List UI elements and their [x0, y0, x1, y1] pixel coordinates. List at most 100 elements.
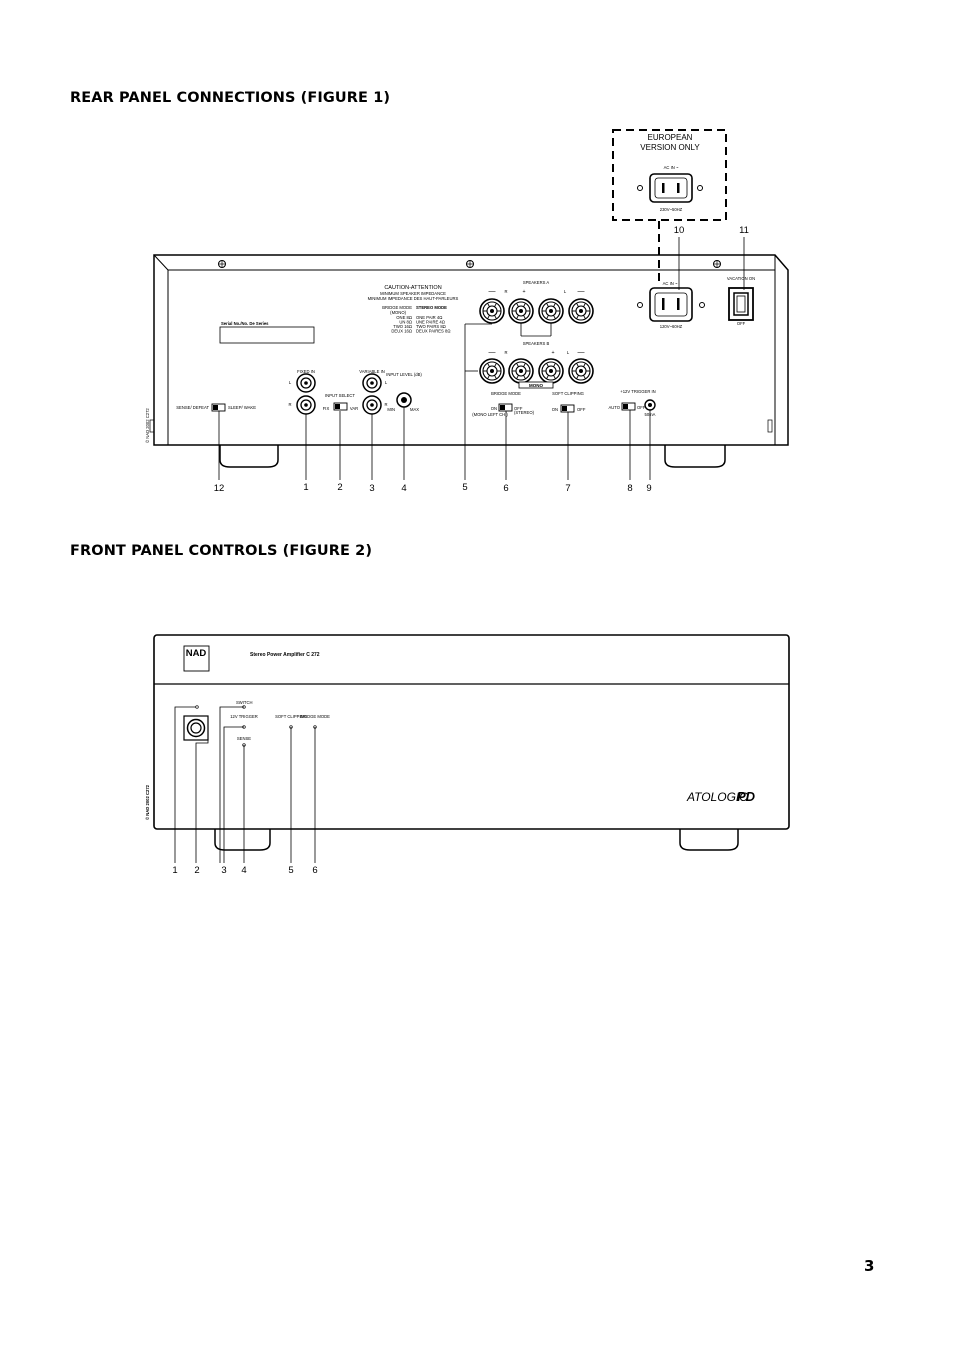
callout-7: 7	[565, 483, 570, 494]
serial-plate	[219, 326, 315, 344]
fixed-in-r-label: R	[288, 402, 291, 407]
input-level-label: INPUT LEVEL (dB)	[386, 372, 422, 377]
rear-chassis	[149, 254, 789, 446]
soft-on-label: ON	[552, 407, 558, 412]
mono-left-label: (MONO LEFT CH.)	[472, 412, 508, 417]
bridge-mode-sub: (MONO)	[390, 310, 406, 315]
front-foot-left	[214, 829, 271, 851]
spk-b-mark-r: R	[504, 350, 507, 355]
caution-right-3: DEUX PAIRES 8Ω	[416, 329, 450, 334]
bridge-mode-switch[interactable]	[498, 403, 513, 412]
rear-foot-left	[219, 445, 279, 468]
caution-left-2: TWO 16Ω	[393, 324, 412, 329]
max-label: MAX	[410, 407, 419, 412]
rear-copyright: © NAD 2002 C272	[145, 408, 150, 443]
variable-in-label: VARIABLE IN	[359, 369, 385, 374]
callout-10: 10	[674, 225, 685, 236]
speaker-terminal-b-1[interactable]	[479, 358, 505, 384]
var-label: VAR	[350, 406, 358, 411]
callout-6: 6	[503, 483, 508, 494]
variable-in-left-jack[interactable]	[362, 373, 382, 393]
standby-led-icon	[195, 705, 199, 709]
speaker-terminal-b-4[interactable]	[568, 358, 594, 384]
spk-a-mark-l: L	[564, 289, 567, 294]
spk-b-mark-l: L	[567, 350, 570, 355]
ac-inlet-icon[interactable]	[637, 287, 705, 322]
caution-left-0: ONE 8Ω	[396, 315, 412, 320]
variable-in-l-label: L	[385, 380, 388, 385]
vacation-switch[interactable]	[728, 287, 754, 321]
atologic-logo: ATOLOGIC	[686, 790, 748, 804]
euro-rating-label: 230V~50HZ	[660, 207, 683, 212]
caution-right-0: ONE PAIR 4Ω	[416, 315, 442, 320]
screw-icon	[466, 260, 474, 268]
callout-11: 11	[739, 225, 749, 236]
callout-2: 2	[337, 482, 342, 493]
speaker-terminal-a-2[interactable]	[508, 298, 534, 324]
stereo-mode-head: STEREO MODE	[416, 305, 447, 310]
switch-label: SWITCH	[236, 700, 253, 705]
speaker-terminal-b-2[interactable]	[508, 358, 534, 384]
auto-label: AUTO	[608, 405, 620, 410]
trigger-off-label: OFF	[637, 405, 646, 410]
soft-off-label: OFF	[577, 407, 586, 412]
power-switch-button[interactable]	[183, 715, 209, 741]
caution-line1: MINIMUM SPEAKER IMPEDANCE	[380, 291, 446, 296]
spk-a-mark-minus: —	[489, 288, 496, 295]
caution-left-1: UN 8Ω	[399, 320, 412, 325]
stereo-label: (STEREO)	[514, 410, 535, 415]
front-callout-6: 6	[312, 865, 317, 876]
rear-panel-figure: EUROPEAN VERSION ONLY AC IN ~ 230V~50HZ …	[145, 129, 789, 494]
euro-ac-socket-icon	[637, 173, 703, 203]
bridge-mode-head: BRIDGE MODE	[382, 305, 412, 310]
serial-label: Serial No./No. De Series	[221, 321, 269, 326]
trigger-in-jack[interactable]	[644, 399, 656, 411]
bridge-mode-front-label: BRIDGE MODE	[300, 714, 330, 719]
front-foot-right	[679, 829, 739, 851]
front-callout-5: 5	[288, 865, 293, 876]
callout-5: 5	[462, 482, 467, 493]
fix-label: FIX	[323, 406, 330, 411]
front-callout-3: 3	[221, 865, 226, 876]
euro-ac-in-label: AC IN ~	[664, 165, 679, 170]
speaker-terminal-b-3[interactable]	[538, 358, 564, 384]
speaker-terminal-a-4[interactable]	[568, 298, 594, 324]
caution-left-3: DEUX 16Ω	[391, 329, 412, 334]
rear-foot-right	[664, 445, 726, 468]
sense-defeat-label: SENSE/ DEFEAT	[176, 405, 209, 410]
soft-clipping-switch[interactable]	[560, 404, 575, 413]
front-callout-1: 1	[172, 865, 177, 876]
speaker-terminal-a-1[interactable]	[479, 298, 505, 324]
speakers-b-label: SPEAKERS B	[523, 341, 550, 346]
callout-4: 4	[401, 483, 406, 494]
sense-switch[interactable]	[211, 403, 226, 412]
european-line2: VERSION ONLY	[640, 143, 700, 152]
variable-in-r-label: R	[384, 402, 387, 407]
sense-label: SENSE	[237, 736, 251, 741]
fixed-in-right-jack[interactable]	[296, 395, 316, 415]
vacation-on-label: VACATION ON	[727, 276, 755, 281]
front-callout-4: 4	[241, 865, 246, 876]
mono-label: MONO	[529, 383, 543, 388]
trigger-auto-switch[interactable]	[621, 402, 636, 411]
bridge-off-label: OFF	[514, 406, 523, 411]
soft-clipping-label: SOFT CLIPPING	[552, 391, 584, 396]
ac-in-label: AC IN ~	[663, 281, 678, 286]
input-select-switch[interactable]	[333, 402, 348, 411]
trigger-12v-label: +12V TRIGGER IN	[620, 389, 655, 394]
pd-logo: PD	[737, 789, 756, 804]
screw-icon	[713, 260, 721, 268]
fixed-in-left-jack[interactable]	[296, 373, 316, 393]
input-level-knob[interactable]	[396, 392, 412, 408]
soft-clipping-front-label: SOFT CLIPPING	[275, 714, 307, 719]
variable-in-right-jack[interactable]	[362, 395, 382, 415]
bridge-on-label: ON	[491, 406, 497, 411]
speaker-terminal-a-3[interactable]	[538, 298, 564, 324]
bridge-mode-label: BRIDGE MODE	[491, 391, 521, 396]
spk-b-mark-plus: +	[551, 350, 554, 356]
min-label: MIN	[387, 407, 395, 412]
nad-logo: NAD	[183, 645, 210, 672]
callout-1: 1	[303, 482, 308, 493]
spk-b-mark-minus-2: —	[578, 349, 585, 356]
spk-a-mark-minus-2: —	[578, 288, 585, 295]
